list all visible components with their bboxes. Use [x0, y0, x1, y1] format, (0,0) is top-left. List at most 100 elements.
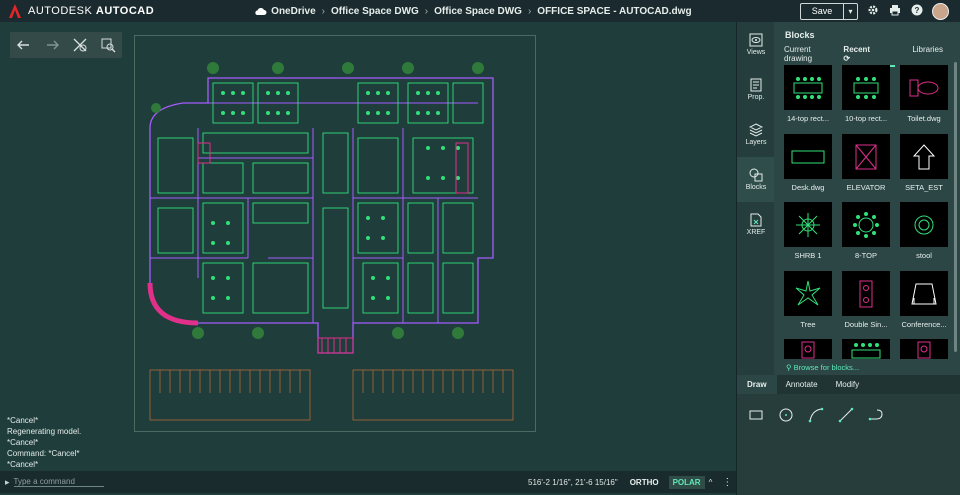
help-icon[interactable]: ?: [910, 3, 924, 17]
save-dropdown-button[interactable]: ▾: [844, 3, 858, 20]
block-tile[interactable]: Double Sin...: [842, 271, 890, 329]
polyline-tool-icon[interactable]: [867, 406, 885, 424]
block-name: Toilet.dwg: [907, 114, 941, 123]
sidebar-item-label: Prop.: [747, 94, 765, 101]
search-icon: ⚲: [786, 363, 792, 372]
block-tile[interactable]: Desk.dwg: [784, 134, 832, 192]
circle-tool-icon[interactable]: [777, 406, 795, 424]
block-tile[interactable]: [900, 339, 948, 359]
blocks-palette: Blocks Current drawing Recent ⟳ Librarie…: [774, 22, 960, 375]
arc-tool-icon[interactable]: [807, 406, 825, 424]
tab-modify[interactable]: Modify: [835, 380, 860, 389]
sidebar-item-label: Layers: [745, 139, 767, 146]
block-name: Double Sin...: [844, 320, 888, 329]
more-options-icon[interactable]: ⋮: [722, 476, 733, 488]
redo-icon[interactable]: [38, 39, 66, 51]
breadcrumb-file: OFFICE SPACE - AUTOCAD.dwg: [537, 5, 692, 17]
command-input[interactable]: Type a command: [13, 477, 104, 487]
floor-plan-drawing[interactable]: [138, 48, 518, 428]
ortho-toggle[interactable]: ORTHO: [629, 477, 659, 487]
draw-panel: Draw Annotate Modify: [736, 375, 960, 495]
block-tile[interactable]: 14-top rect...: [784, 65, 832, 123]
print-icon[interactable]: [888, 3, 902, 17]
eye-icon: [749, 33, 763, 47]
tab-annotate[interactable]: Annotate: [785, 380, 818, 389]
block-tile[interactable]: Tree: [784, 271, 832, 329]
block-thumbnail: [784, 202, 832, 247]
sidebar-item-properties[interactable]: Prop.: [737, 67, 775, 112]
gear-icon[interactable]: [866, 3, 880, 17]
title-bar: AUTODESK AUTOCAD OneDrive › Office Space…: [0, 0, 960, 23]
block-thumbnail: [842, 65, 890, 110]
block-tile[interactable]: Toilet.dwg: [900, 65, 948, 123]
block-thumbnail: [784, 134, 832, 179]
breadcrumb-folder-1[interactable]: Office Space DWG: [330, 5, 419, 17]
trim-icon[interactable]: [66, 37, 94, 53]
refresh-icon[interactable]: ⟳: [843, 54, 851, 63]
tab-recent[interactable]: Recent ⟳: [843, 45, 896, 67]
blocks-icon: [749, 168, 763, 182]
blocks-tabs: Current drawing Recent ⟳ Libraries: [784, 45, 960, 67]
zoom-window-icon[interactable]: [94, 37, 122, 53]
block-name: SHRB 1: [794, 251, 822, 260]
block-tile[interactable]: 10-top rect...: [842, 65, 890, 123]
browse-blocks-link[interactable]: ⚲ Browse for blocks...: [786, 363, 860, 372]
sidebar-item-blocks[interactable]: Blocks: [737, 157, 775, 202]
block-tile[interactable]: ELEVATOR: [842, 134, 890, 192]
tab-libraries[interactable]: Libraries: [912, 45, 943, 54]
block-name: 10-top rect...: [844, 114, 888, 123]
autocad-logo-icon: [9, 4, 21, 18]
coordinate-readout: 516'-2 1/16", 21'-6 15/16": [528, 477, 618, 487]
block-name: Desk.dwg: [791, 183, 825, 192]
block-thumbnail: [900, 271, 948, 316]
svg-text:?: ?: [915, 6, 920, 15]
block-thumbnail: [842, 339, 890, 359]
block-thumbnail: [842, 271, 890, 316]
block-name: 14-top rect...: [786, 114, 830, 123]
polar-toggle[interactable]: POLAR: [668, 475, 705, 489]
block-tile[interactable]: SHRB 1: [784, 202, 832, 260]
block-name: Tree: [800, 320, 816, 329]
block-thumbnail: [784, 271, 832, 316]
header-actions: ?: [866, 3, 949, 20]
command-prompt-icon: ▸: [5, 476, 10, 487]
block-name: Conference...: [901, 320, 947, 329]
block-tile[interactable]: [784, 339, 832, 359]
sidebar-item-layers[interactable]: Layers: [737, 112, 775, 157]
command-history-line: *Cancel*: [7, 460, 39, 469]
block-name: 8-TOP: [855, 251, 877, 260]
chevron-right-icon: ›: [527, 5, 532, 17]
block-thumbnail: [900, 202, 948, 247]
save-button[interactable]: Save: [800, 3, 844, 20]
block-tile[interactable]: Conference...: [900, 271, 948, 329]
command-history-line: *Cancel*: [7, 416, 39, 425]
breadcrumb-folder-2[interactable]: Office Space DWG: [434, 5, 522, 17]
command-history-line: Regenerating model.: [7, 427, 82, 436]
block-tile[interactable]: stool: [900, 202, 948, 260]
undo-icon[interactable]: [10, 39, 38, 51]
draw-tabs: Draw Annotate Modify: [737, 375, 960, 394]
chevron-right-icon: ›: [321, 5, 325, 17]
sidebar-item-label: Blocks: [745, 184, 767, 191]
command-history-line: *Cancel*: [7, 438, 39, 447]
chevron-up-icon[interactable]: ^: [708, 477, 713, 487]
block-thumbnail: [842, 134, 890, 179]
sidebar-item-views[interactable]: Views: [737, 22, 775, 67]
sidebar-item-xref[interactable]: XREF: [737, 202, 775, 247]
block-tile[interactable]: 8-TOP: [842, 202, 890, 260]
line-tool-icon[interactable]: [837, 406, 855, 424]
breadcrumb-onedrive[interactable]: OneDrive: [271, 5, 316, 17]
block-thumbnail: [900, 339, 948, 359]
avatar[interactable]: [932, 3, 949, 20]
block-tile[interactable]: SETA_EST: [900, 134, 948, 192]
drawing-canvas[interactable]: *Cancel* Regenerating model. *Cancel* Co…: [0, 22, 736, 495]
rectangle-tool-icon[interactable]: [747, 406, 765, 424]
palette-scrollbar[interactable]: [954, 62, 957, 352]
block-tile[interactable]: [842, 339, 890, 359]
tab-current-drawing[interactable]: Current drawing: [784, 45, 813, 63]
tab-draw[interactable]: Draw: [737, 375, 777, 394]
command-bar: ▸ Type a command: [0, 471, 520, 493]
draw-tools: [747, 406, 960, 424]
sidebar-item-label: XREF: [746, 229, 766, 236]
breadcrumb: OneDrive › Office Space DWG › Office Spa…: [254, 5, 692, 17]
